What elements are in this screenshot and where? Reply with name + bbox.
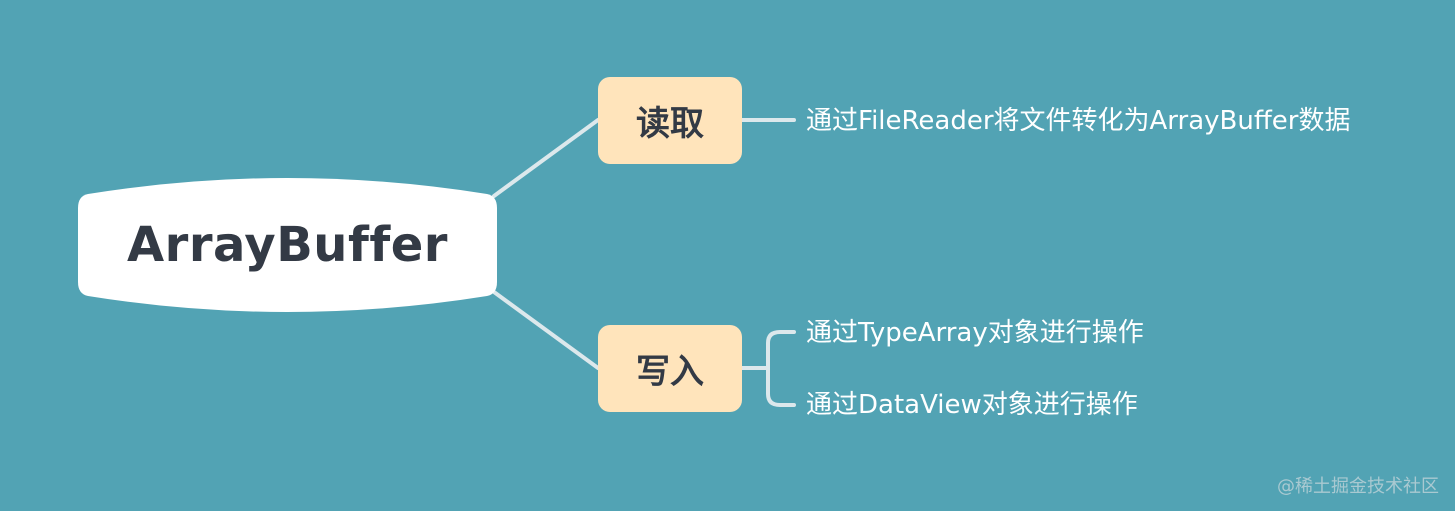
connector-root-to-read: [492, 118, 600, 198]
leaf-filereader: 通过FileReader将文件转化为ArrayBuffer数据: [806, 106, 1351, 136]
branch-node-write: 写入: [598, 325, 742, 412]
watermark: @稀土掘金技术社区: [1277, 476, 1439, 497]
branch-node-read: 读取: [598, 77, 742, 164]
connector-write-to-leaves: [740, 330, 796, 407]
root-node-shape: [78, 178, 497, 312]
leaf-typearray: 通过TypeArray对象进行操作: [806, 318, 1144, 348]
connector-root-to-write: [492, 290, 600, 370]
root-node: ArrayBuffer: [76, 172, 499, 318]
leaf-dataview: 通过DataView对象进行操作: [806, 390, 1138, 420]
root-node-label: ArrayBuffer: [127, 217, 448, 273]
